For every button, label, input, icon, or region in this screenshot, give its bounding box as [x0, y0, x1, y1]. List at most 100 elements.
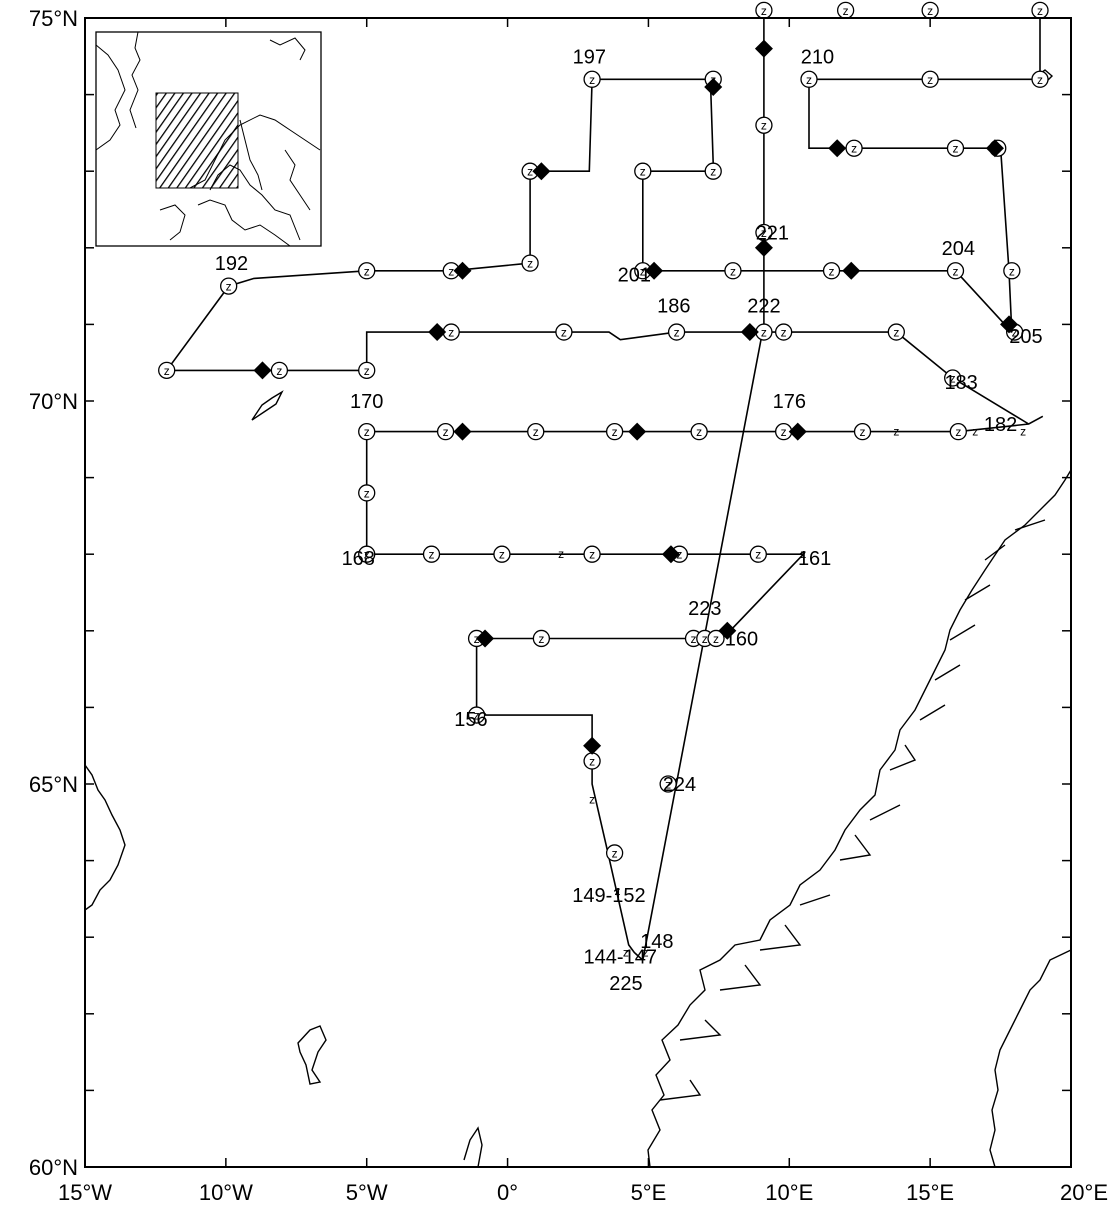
station-label: 176	[773, 391, 806, 413]
diamond-marker	[754, 238, 773, 257]
diamond-marker	[453, 422, 472, 441]
z-letter: z	[589, 792, 595, 806]
svg-text:z: z	[499, 548, 505, 562]
svg-text:z: z	[364, 425, 370, 439]
station-marker: z	[1031, 1, 1049, 19]
station-marker: z	[358, 422, 376, 441]
svg-text:z: z	[851, 142, 857, 156]
ctd-stations: z z z z z z z z z z z z z z z z z z z z z z z z z z z z z z z z z z z z z z z z…	[158, 1, 1049, 862]
svg-text:z: z	[730, 264, 736, 278]
station-label: 204	[942, 238, 975, 260]
coastlines	[85, 69, 1071, 1167]
svg-text:z: z	[533, 425, 539, 439]
svg-text:z: z	[950, 372, 956, 386]
sampling-diamonds	[253, 39, 1019, 755]
norway-coast	[647, 469, 1071, 1167]
x-tick-label: 10°W	[199, 1180, 253, 1205]
station-marker: z	[422, 545, 441, 563]
y-tick-label: 65°N	[29, 772, 78, 797]
station-marker: z	[270, 361, 289, 380]
svg-text:z: z	[448, 264, 454, 278]
svg-text:z: z	[1009, 264, 1015, 278]
svg-text:z: z	[429, 548, 435, 562]
diamond-marker	[1000, 315, 1019, 334]
z-letter: z	[558, 547, 564, 561]
svg-text:z: z	[696, 425, 702, 439]
svg-text:z: z	[691, 632, 697, 646]
svg-text:z: z	[364, 364, 370, 378]
station-label: 182	[984, 414, 1017, 436]
x-tick-label: 20°E	[1060, 1180, 1108, 1205]
y-tick-label: 75°N	[29, 6, 78, 31]
diamond-marker	[842, 261, 861, 280]
station-marker: z	[836, 1, 855, 19]
station-marker: z	[755, 116, 773, 134]
svg-text:z: z	[781, 326, 787, 340]
station-label: 192	[215, 253, 248, 275]
shetland	[463, 1126, 483, 1167]
map-frame	[84, 17, 1072, 1168]
svg-text:z: z	[561, 326, 567, 340]
station-labels: 2172191972102212041922011862222051831701…	[215, 46, 1043, 995]
svg-text:z: z	[713, 632, 719, 646]
station-label: 161	[798, 548, 831, 570]
station-label: 224	[663, 774, 696, 796]
svg-text:z: z	[843, 4, 849, 18]
station-marker: z	[634, 162, 652, 180]
station-marker: z	[949, 422, 967, 441]
station-marker: z	[724, 262, 742, 280]
station-marker: z	[944, 369, 962, 387]
svg-text:z: z	[665, 778, 671, 792]
station-marker: z	[605, 844, 624, 862]
svg-text:z: z	[443, 425, 449, 439]
x-tick-label: 0°	[497, 1180, 518, 1205]
x-tick-label: 5°W	[346, 1180, 388, 1205]
svg-text:z: z	[276, 364, 282, 378]
diamond-marker	[453, 261, 472, 280]
station-label: 170	[350, 391, 383, 413]
z-letter: z	[893, 425, 899, 439]
svg-text:z: z	[952, 264, 958, 278]
z-letter: z	[643, 946, 649, 960]
station-marker: z	[800, 70, 818, 88]
diamond-marker	[788, 422, 807, 441]
station-marker: z	[775, 323, 793, 341]
diamond-marker	[661, 545, 680, 564]
station-marker: z	[659, 775, 677, 793]
svg-text:z: z	[364, 548, 370, 562]
z-letter: z	[623, 946, 629, 960]
inset-map	[95, 31, 322, 247]
x-tick-label: 10°E	[765, 1180, 813, 1205]
svg-text:z: z	[589, 755, 595, 769]
z-letter: z	[1020, 425, 1026, 439]
station-label: 225	[609, 973, 642, 995]
station-marker: z	[921, 70, 939, 88]
station-marker: z	[521, 254, 539, 272]
station-marker: z	[704, 162, 722, 180]
station-marker: z	[220, 277, 238, 295]
station-marker: z	[493, 545, 511, 563]
station-label: 144-147	[584, 946, 657, 968]
station-label: 201	[618, 265, 651, 287]
svg-text:z: z	[640, 165, 646, 179]
station-marker: z	[527, 422, 545, 441]
station-marker: z	[775, 422, 793, 441]
diamond-marker	[718, 621, 737, 640]
svg-text:z: z	[761, 4, 767, 18]
svg-text:z: z	[164, 364, 170, 378]
station-marker: z	[946, 262, 965, 280]
svg-text:z: z	[755, 548, 761, 562]
svg-text:z: z	[527, 165, 533, 179]
svg-text:z: z	[527, 257, 533, 271]
diamond-marker	[754, 39, 773, 58]
station-marker: z	[1003, 262, 1021, 280]
svg-text:z: z	[761, 119, 767, 133]
faroes	[297, 1025, 327, 1085]
station-marker: z	[755, 223, 773, 242]
station-marker: z	[946, 139, 965, 157]
y-axis: 75°N70°N65°N60°N	[29, 6, 1071, 1180]
station-marker: z	[707, 629, 725, 648]
station-marker: z	[583, 545, 601, 563]
y-tick-label: 70°N	[29, 389, 78, 414]
